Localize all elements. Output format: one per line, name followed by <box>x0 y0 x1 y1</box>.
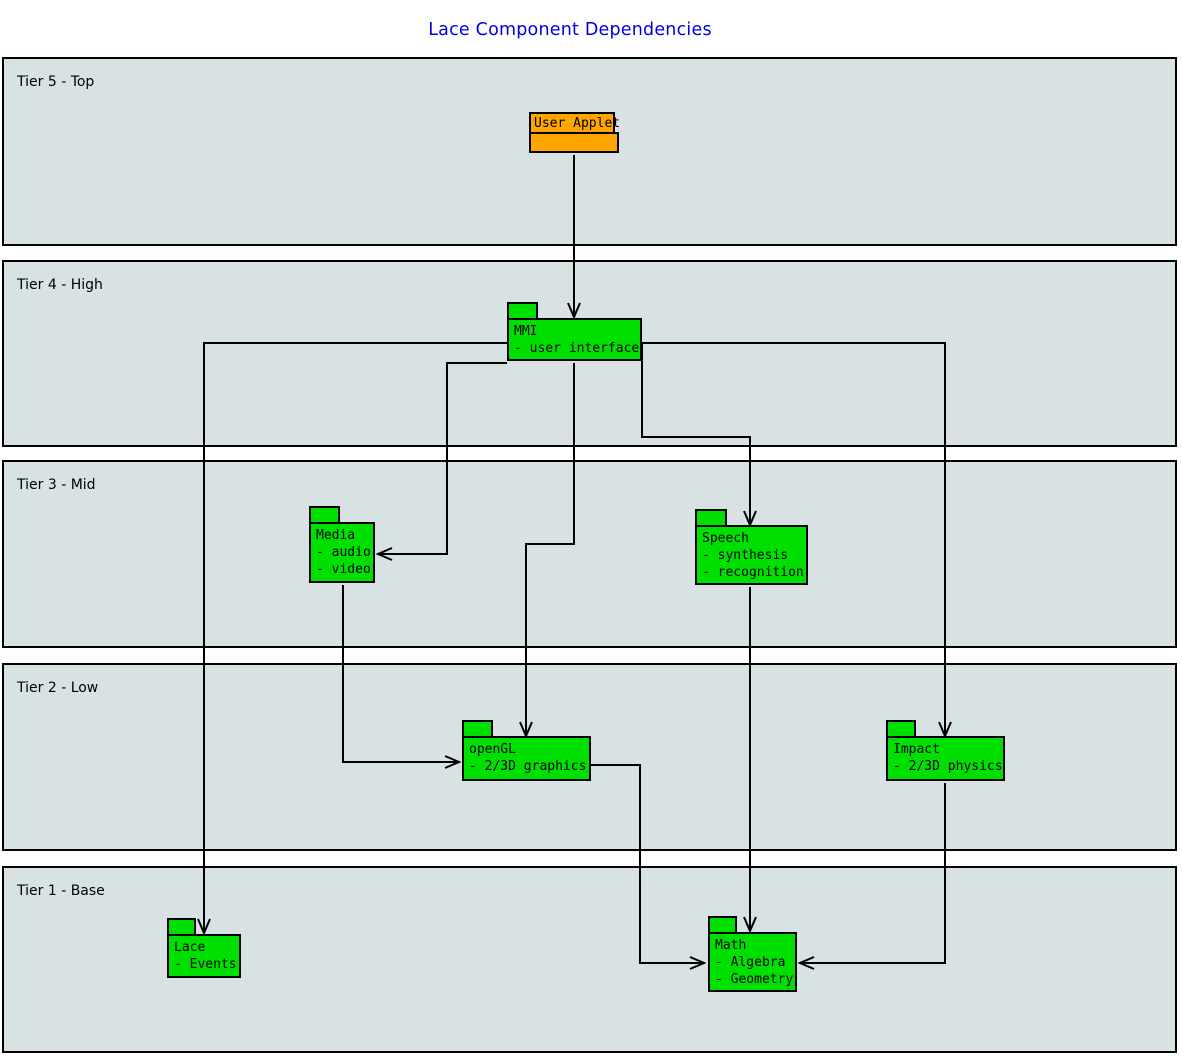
component-opengl: openGL - 2/3D graphics <box>462 720 591 781</box>
user-applet-body <box>529 132 619 153</box>
lace-folder-tab-icon <box>167 918 196 936</box>
math-label: Math <box>715 938 747 953</box>
lace-label: Lace <box>174 940 206 955</box>
speech-detail: - synthesis <box>702 548 789 563</box>
user-applet-label: User Applet <box>529 112 620 134</box>
lace-body: Lace - Events <box>167 934 241 978</box>
impact-label: Impact <box>893 742 940 757</box>
math-detail: - Algebra <box>715 955 786 970</box>
opengl-body: openGL - 2/3D graphics <box>462 736 591 781</box>
component-lace: Lace - Events <box>167 918 241 978</box>
media-folder-tab-icon <box>309 506 340 524</box>
mmi-folder-tab-icon <box>507 302 538 320</box>
opengl-label: openGL <box>469 742 516 757</box>
media-label: Media <box>316 528 356 543</box>
impact-folder-tab-icon <box>886 720 916 738</box>
opengl-detail: - 2/3D graphics <box>469 759 587 774</box>
diagram-title: Lace Component Dependencies <box>428 20 712 40</box>
tier-3: Tier 3 - Mid <box>2 460 1177 648</box>
mmi-label: MMI <box>514 324 538 339</box>
component-math: Math - Algebra - Geometry <box>708 916 797 992</box>
tier-5-label: Tier 5 - Top <box>17 74 95 90</box>
math-body: Math - Algebra - Geometry <box>708 932 797 992</box>
component-impact: Impact - 2/3D physics <box>886 720 1005 781</box>
math-detail: - Geometry <box>715 972 794 987</box>
opengl-folder-tab-icon <box>462 720 493 738</box>
media-detail: - video <box>316 562 371 577</box>
impact-detail: - 2/3D physics <box>893 759 1003 774</box>
speech-body: Speech - synthesis - recognition <box>695 525 808 585</box>
tier-3-label: Tier 3 - Mid <box>17 477 96 493</box>
speech-label: Speech <box>702 531 749 546</box>
lace-detail: - Events <box>174 957 237 972</box>
speech-detail: - recognition <box>702 565 804 580</box>
mmi-detail: - user interface <box>514 341 640 356</box>
speech-folder-tab-icon <box>695 509 727 527</box>
tier-2-label: Tier 2 - Low <box>17 680 99 696</box>
component-media: Media - audio - video <box>309 506 375 583</box>
math-folder-tab-icon <box>708 916 737 934</box>
media-detail: - audio <box>316 545 371 560</box>
media-body: Media - audio - video <box>309 522 375 583</box>
impact-body: Impact - 2/3D physics <box>886 736 1005 781</box>
component-speech: Speech - synthesis - recognition <box>695 509 808 585</box>
tier-4-label: Tier 4 - High <box>17 277 103 293</box>
mmi-body: MMI - user interface <box>507 318 642 361</box>
tier-1-label: Tier 1 - Base <box>17 883 105 899</box>
component-mmi: MMI - user interface <box>507 302 642 361</box>
component-user-applet: User Applet <box>529 112 620 153</box>
